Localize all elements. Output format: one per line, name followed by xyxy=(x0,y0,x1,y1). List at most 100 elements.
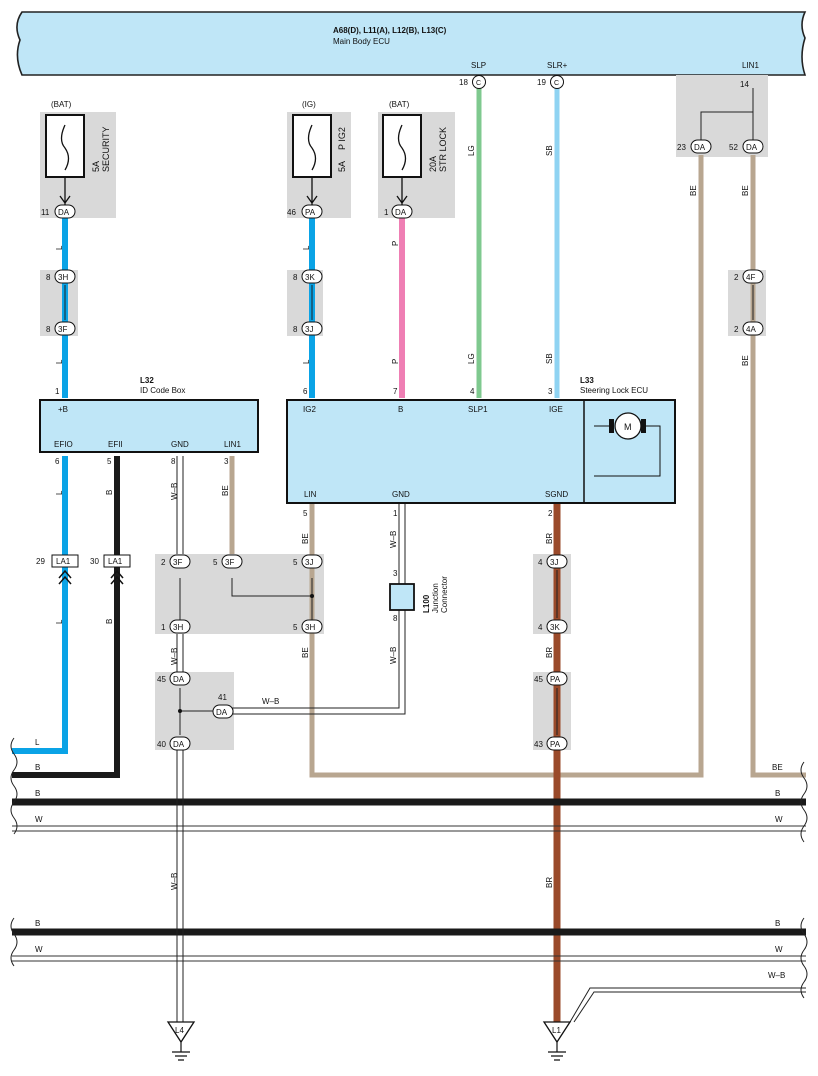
svg-text:W–B: W–B xyxy=(170,873,179,890)
svg-text:2: 2 xyxy=(734,325,739,334)
junction-line1: Junction xyxy=(431,583,440,613)
svg-text:4: 4 xyxy=(538,623,543,632)
svg-text:PA: PA xyxy=(305,208,316,217)
fuse-security-rating: 5A xyxy=(91,161,101,172)
fuse-ig2: (IG) 5A P IG2 xyxy=(292,100,347,205)
connector-18-c: C18 xyxy=(459,75,486,89)
motor-icon: M xyxy=(594,412,661,477)
svg-text:W: W xyxy=(775,945,783,954)
steer-ecu-pin-sgnd: SGND xyxy=(545,490,568,499)
id-box-pin-lin1: LIN1 xyxy=(224,440,241,449)
svg-text:SB: SB xyxy=(545,145,554,156)
junction-connector: L100 Junction Connector xyxy=(389,576,449,613)
svg-text:1: 1 xyxy=(55,387,60,396)
svg-text:BE: BE xyxy=(301,647,310,658)
svg-text:BE: BE xyxy=(221,485,230,496)
id-box-pin-b: +B xyxy=(58,405,68,414)
svg-text:DA: DA xyxy=(395,208,407,217)
svg-text:DA: DA xyxy=(216,708,228,717)
svg-text:L: L xyxy=(55,619,64,624)
svg-text:23: 23 xyxy=(677,143,686,152)
svg-text:3F: 3F xyxy=(173,558,182,567)
id-box-pin-gnd: GND xyxy=(171,440,189,449)
svg-text:B: B xyxy=(775,789,780,798)
svg-text:PA: PA xyxy=(550,675,561,684)
svg-text:3F: 3F xyxy=(225,558,234,567)
steer-ecu-ref: L33 xyxy=(580,376,594,385)
fuse-strlock-rating: 20A xyxy=(428,156,438,172)
svg-text:2: 2 xyxy=(734,273,739,282)
ground-l4-label: L4 xyxy=(175,1026,184,1035)
svg-text:18: 18 xyxy=(459,78,468,87)
svg-text:BE: BE xyxy=(741,355,750,366)
svg-text:3K: 3K xyxy=(550,623,560,632)
connector-2-4f: 4F2 xyxy=(734,269,764,284)
svg-text:DA: DA xyxy=(746,143,758,152)
svg-text:P: P xyxy=(391,359,400,364)
fuse-ig2-rating: 5A xyxy=(337,161,347,172)
fuse-security: (BAT) 5A SECURITY xyxy=(45,100,111,205)
connector-1-3h: 3H1 xyxy=(161,619,191,634)
id-code-box: L32 ID Code Box +B EFIO EFII GND LIN1 xyxy=(39,376,259,453)
connector-8-3j: 3J8 xyxy=(293,321,323,336)
svg-text:DA: DA xyxy=(173,675,185,684)
svg-text:8: 8 xyxy=(171,457,176,466)
svg-text:W–B: W–B xyxy=(170,648,179,665)
svg-text:11: 11 xyxy=(41,208,50,217)
svg-text:BE: BE xyxy=(301,533,310,544)
id-box-ref: L32 xyxy=(140,376,154,385)
svg-text:W–B: W–B xyxy=(389,647,398,664)
svg-text:P: P xyxy=(391,241,400,246)
id-box-pin-efii: EFII xyxy=(108,440,123,449)
motor-label: M xyxy=(624,422,632,432)
svg-text:W: W xyxy=(35,945,43,954)
svg-text:43: 43 xyxy=(534,740,543,749)
wire-labels: L L L L P P LG LG SB SB BE BE BE L L B B… xyxy=(35,145,785,980)
svg-text:52: 52 xyxy=(729,143,738,152)
main-ecu-pin-slr: SLR+ xyxy=(547,61,568,70)
steer-ecu-pin-lin: LIN xyxy=(304,490,317,499)
svg-text:6: 6 xyxy=(55,457,60,466)
svg-text:L: L xyxy=(55,245,64,250)
svg-text:3K: 3K xyxy=(305,273,315,282)
svg-text:8: 8 xyxy=(393,614,398,623)
main-ecu-connectors: A68(D), L11(A), L12(B), L13(C) xyxy=(333,26,447,35)
junction-line2: Connector xyxy=(440,576,449,613)
fuse-strlock: (BAT) 20A STR LOCK xyxy=(382,100,448,205)
svg-text:4A: 4A xyxy=(746,325,756,334)
svg-text:W–B: W–B xyxy=(768,971,785,980)
svg-text:B: B xyxy=(775,919,780,928)
svg-text:DA: DA xyxy=(58,208,70,217)
fuse-ig2-name: P IG2 xyxy=(337,127,347,150)
main-ecu-name: Main Body ECU xyxy=(333,37,390,46)
ground-l1-label: L1 xyxy=(552,1026,561,1035)
fuse-ig2-source: (IG) xyxy=(302,100,316,109)
svg-text:5: 5 xyxy=(293,558,298,567)
svg-text:B: B xyxy=(105,619,114,624)
svg-text:LG: LG xyxy=(467,353,476,364)
svg-text:B: B xyxy=(105,490,114,495)
main-body-ecu-box xyxy=(16,11,807,76)
pin-14: 14 xyxy=(740,80,749,89)
svg-text:8: 8 xyxy=(293,273,298,282)
connector-8-3k: 3K 8 xyxy=(293,269,323,284)
svg-text:L: L xyxy=(302,359,311,364)
svg-text:BR: BR xyxy=(545,877,554,888)
svg-text:L: L xyxy=(35,738,40,747)
svg-text:5: 5 xyxy=(107,457,112,466)
svg-text:BR: BR xyxy=(545,533,554,544)
wires xyxy=(12,88,806,1023)
fuse-strlock-name: STR LOCK xyxy=(438,127,448,172)
svg-text:3: 3 xyxy=(548,387,553,396)
main-ecu-pin-slp: SLP xyxy=(471,61,486,70)
svg-text:45: 45 xyxy=(534,675,543,684)
steer-ecu-pin-slp1: SLP1 xyxy=(468,405,488,414)
svg-text:SB: SB xyxy=(545,353,554,364)
connector-52-da: DA 52 xyxy=(729,139,764,154)
svg-text:6: 6 xyxy=(303,387,308,396)
